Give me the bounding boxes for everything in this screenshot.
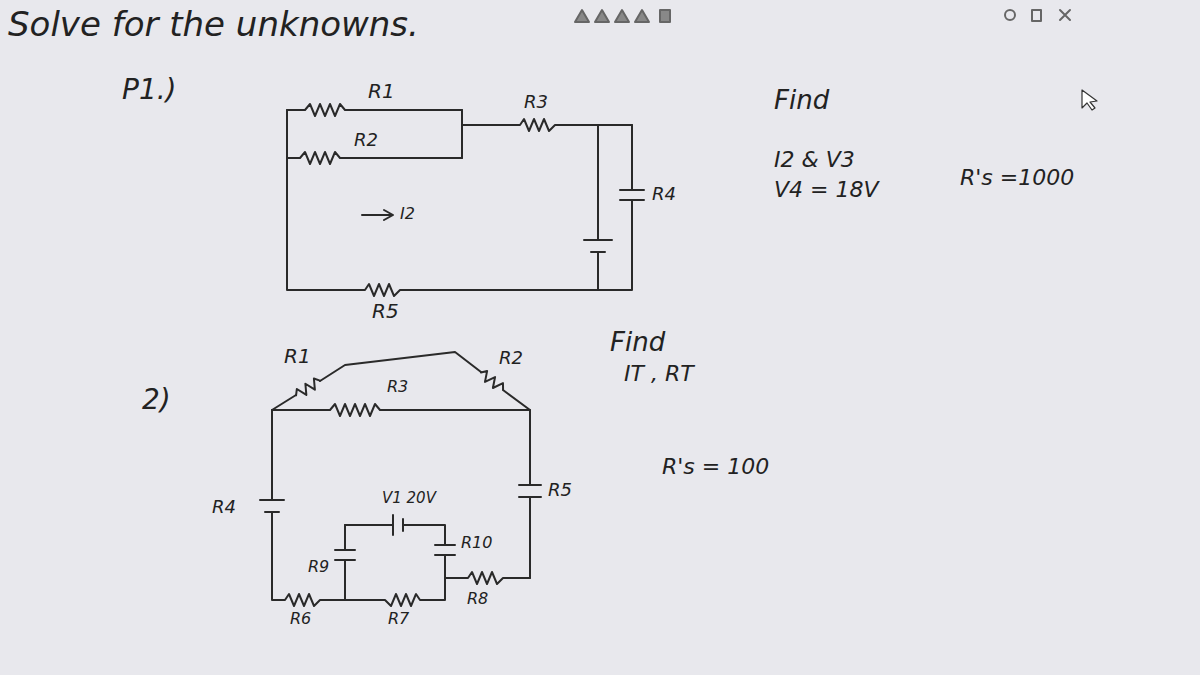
circuit-label: R7 xyxy=(386,610,411,628)
circuit-label: I2 xyxy=(398,205,417,223)
circuit-label: R1 xyxy=(282,345,313,367)
circuit-label: R5 xyxy=(546,480,574,500)
circuit-label: R6 xyxy=(288,610,313,628)
circuit-label: R1 xyxy=(366,80,397,102)
circuit-label: R10 xyxy=(459,534,494,552)
circuit-label: I2 & V3 xyxy=(772,148,857,172)
circuit-label: R's = 100 xyxy=(660,455,771,479)
circuit-label: Find xyxy=(608,328,667,357)
circuit-label: R's =1000 xyxy=(958,166,1076,190)
circuit-one xyxy=(287,104,644,296)
circuit-two xyxy=(260,352,541,606)
circuit-label: R4 xyxy=(210,497,238,517)
circuit-label: R3 xyxy=(522,92,550,112)
circuit-label: R9 xyxy=(306,558,331,576)
circuit-label: 2) xyxy=(140,385,173,416)
circuit-label: R5 xyxy=(370,300,401,322)
circuit-label: R8 xyxy=(465,590,490,608)
circuit-label: Find xyxy=(772,86,831,115)
page-title: Solve for the unknowns. xyxy=(6,6,421,43)
circuit-label: IT , RT xyxy=(622,362,696,386)
circuit-label: R4 xyxy=(650,184,678,204)
circuit-label: R2 xyxy=(352,130,380,150)
circuit-label: R3 xyxy=(385,378,410,396)
mouse-cursor xyxy=(1082,90,1097,110)
circuit-label: V4 = 18V xyxy=(772,178,881,202)
circuit-label: V1 20V xyxy=(380,490,438,507)
circuit-label: P1.) xyxy=(120,75,179,106)
circuit-label: R2 xyxy=(497,348,525,368)
toolbar-icons xyxy=(575,10,1070,22)
